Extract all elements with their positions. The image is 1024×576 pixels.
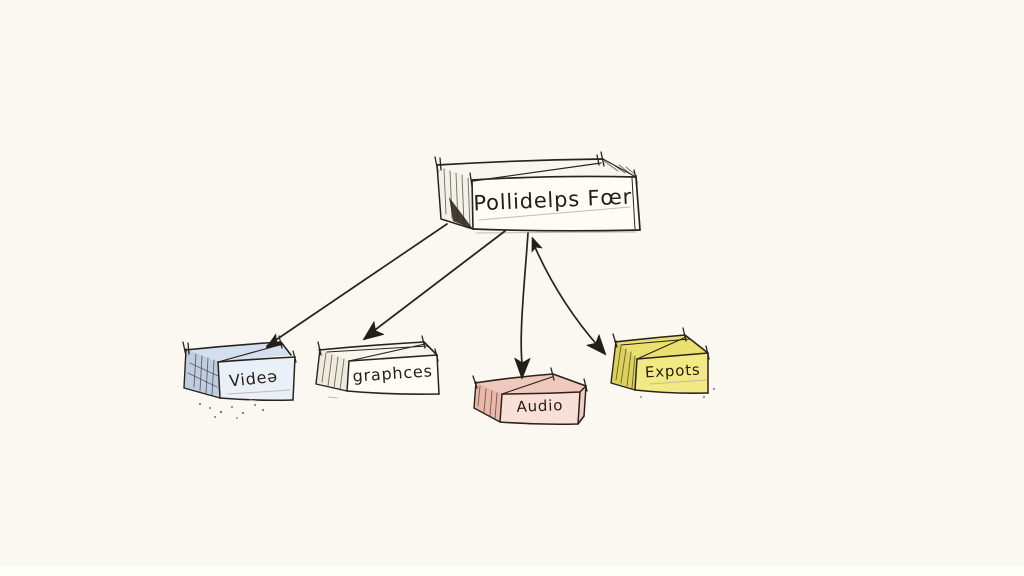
graphics-box-side-face bbox=[316, 349, 349, 391]
arrow-root-to-exports bbox=[531, 236, 607, 356]
audio-box-side-face bbox=[474, 382, 502, 422]
video-box: Videə bbox=[182, 335, 297, 419]
root-box-pencil-underline bbox=[478, 206, 631, 221]
audio-box-label: Audio bbox=[516, 396, 563, 416]
arrowhead-audio bbox=[514, 357, 531, 380]
root-box-rim-hatch bbox=[603, 160, 638, 177]
exports-box-label: Expots bbox=[645, 361, 701, 382]
arrowhead-exports-down bbox=[586, 334, 607, 356]
graphics-box-front-face bbox=[347, 355, 439, 394]
video-box-side-face bbox=[184, 349, 220, 398]
video-box-top-face bbox=[186, 342, 291, 362]
video-box-pencil-underline bbox=[227, 389, 291, 395]
arrowhead-video bbox=[265, 333, 284, 349]
root-box-top-face bbox=[437, 159, 636, 180]
video-box-ground-specks bbox=[198, 399, 265, 419]
root-box-side-hatch bbox=[443, 168, 473, 229]
audio-box: Audio bbox=[472, 367, 588, 426]
arrow-root-to-graphics bbox=[362, 230, 506, 341]
graphics-box-ground-mark bbox=[327, 396, 338, 399]
exports-box-top-face bbox=[616, 335, 708, 359]
arrowhead-exports-up bbox=[531, 236, 543, 253]
graphics-box: graphces bbox=[315, 335, 440, 399]
audio-box-front-face bbox=[500, 392, 580, 424]
arrow-root-to-audio bbox=[514, 232, 531, 380]
exports-box-front-face bbox=[635, 353, 708, 393]
exports-box-pencil-underline bbox=[649, 379, 707, 385]
video-box-side-hatch bbox=[187, 353, 219, 396]
exports-box-side-hatch bbox=[615, 345, 636, 389]
root-box: Pollidelps Fœr bbox=[434, 151, 641, 234]
exports-box: Expots bbox=[610, 327, 715, 398]
arrowhead-graphics bbox=[362, 321, 385, 341]
audio-box-side-hatch bbox=[477, 385, 498, 420]
video-box-front-face bbox=[218, 357, 295, 400]
root-box-inner-shadow bbox=[449, 197, 473, 229]
exports-box-ground-specks bbox=[640, 388, 715, 398]
graphics-box-side-hatch bbox=[321, 352, 345, 391]
arrow-root-to-video bbox=[265, 223, 448, 349]
paper-edge bbox=[0, 566, 1024, 576]
